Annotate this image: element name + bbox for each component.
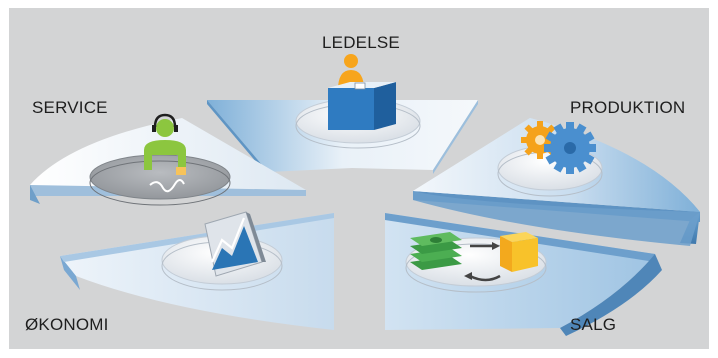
sector-label-service: SERVICE xyxy=(32,98,108,117)
person-at-desk-icon xyxy=(328,54,396,130)
money-exchange-box-icon xyxy=(410,232,538,282)
gears-icon xyxy=(521,121,596,174)
headset-support-person-icon xyxy=(144,113,186,193)
sector-label-ledelse: LEDELSE xyxy=(322,33,400,52)
sector-label-salg: SALG xyxy=(570,315,617,334)
sector-label-okonomi: ØKONOMI xyxy=(25,315,109,334)
sector-okonomi xyxy=(60,213,334,330)
rising-chart-icon xyxy=(204,211,266,277)
sector-ledelse xyxy=(207,98,478,176)
sector-label-produktion: PRODUKTION xyxy=(570,98,686,117)
